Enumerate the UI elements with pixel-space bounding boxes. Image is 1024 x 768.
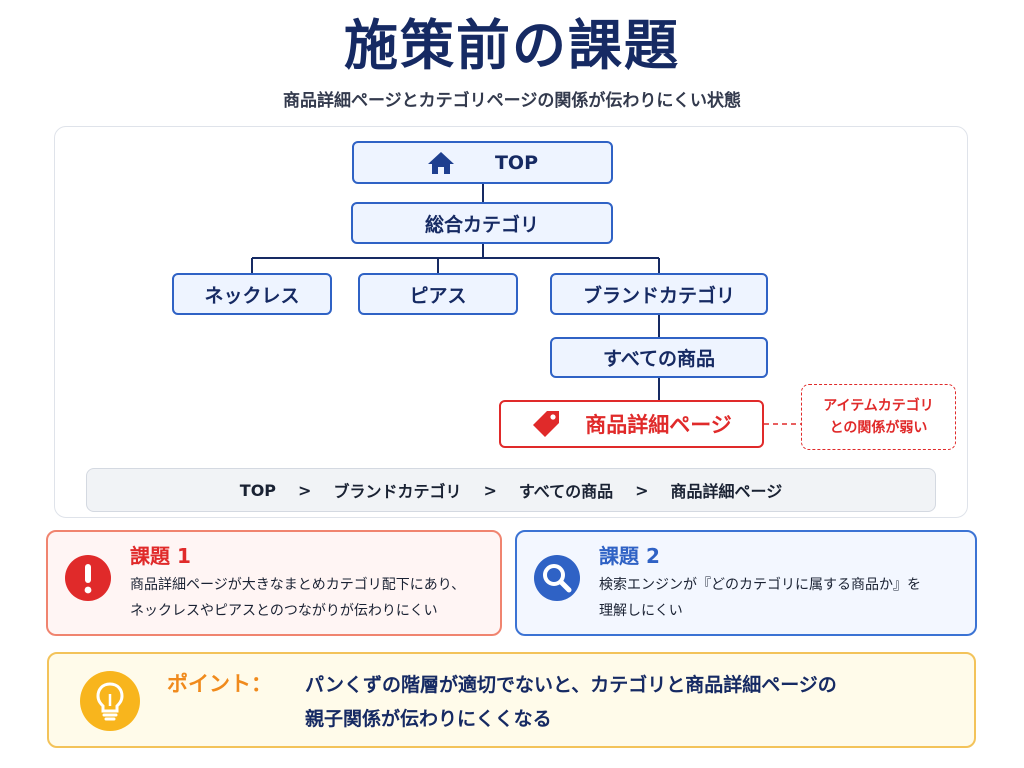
tag-icon: [531, 409, 561, 439]
breadcrumb-item: ブランドカテゴリ: [333, 482, 462, 501]
issue-2-line1: 検索エンジンが『どのカテゴリに属する商品か』を: [599, 577, 921, 593]
page-subtitle: 商品詳細ページとカテゴリページの関係が伝わりにくい状態: [283, 91, 741, 111]
exclamation-icon: [64, 554, 112, 602]
issue-1-title: 課題 1: [130, 544, 191, 568]
node-all-products: すべての商品: [550, 337, 768, 378]
breadcrumb-item: 商品詳細ページ: [670, 482, 783, 501]
page-title: 施策前の課題: [344, 14, 680, 77]
relation-note: アイテムカテゴリ との関係が弱い: [801, 384, 956, 450]
point-line2: 親子関係が伝わりにくくなる: [305, 708, 552, 730]
point-box: ポイント： パンくずの階層が適切でないと、カテゴリと商品詳細ページの 親子関係が…: [47, 652, 976, 748]
node-product-detail-label: 商品詳細ページ: [585, 413, 732, 437]
breadcrumb-separator: >: [635, 480, 649, 500]
issue-2-title: 課題 2: [599, 544, 660, 568]
issue-1-line1: 商品詳細ページが大きなまとめカテゴリ配下にあり、: [130, 577, 466, 593]
point-label: ポイント：: [167, 672, 272, 696]
relation-note-line2: との関係が弱い: [829, 420, 928, 436]
node-brand-category-label: ブランドカテゴリ: [582, 284, 735, 307]
breadcrumb-separator: >: [483, 480, 497, 500]
site-structure-panel: [54, 126, 968, 518]
node-necklace-label: ネックレス: [204, 284, 300, 307]
issue-1-line2: ネックレスやピアスとのつながりが伝わりにくい: [130, 603, 438, 619]
node-top-label: TOP: [494, 151, 539, 174]
node-all-products-label: すべての商品: [603, 348, 715, 370]
node-top: TOP: [352, 141, 613, 184]
node-product-detail: 商品詳細ページ: [499, 400, 764, 448]
issue-card-2: 課題 2 検索エンジンが『どのカテゴリに属する商品か』を 理解しにくい: [515, 530, 977, 636]
issue-card-1: 課題 1 商品詳細ページが大きなまとめカテゴリ配下にあり、 ネックレスやピアスと…: [46, 530, 502, 636]
node-brand-category: ブランドカテゴリ: [550, 273, 768, 315]
node-pierce: ピアス: [358, 273, 518, 315]
point-line1: パンくずの階層が適切でないと、カテゴリと商品詳細ページの: [305, 674, 837, 696]
breadcrumb-item: TOP: [239, 480, 277, 500]
breadcrumb-item: すべての商品: [518, 482, 614, 501]
node-pierce-label: ピアス: [409, 284, 467, 307]
node-necklace: ネックレス: [172, 273, 332, 315]
breadcrumb: TOP > ブランドカテゴリ > すべての商品 > 商品詳細ページ: [86, 468, 936, 512]
issue-2-line2: 理解しにくい: [599, 603, 683, 619]
node-general-category-label: 総合カテゴリ: [424, 213, 539, 236]
relation-note-line1: アイテムカテゴリ: [823, 398, 934, 414]
search-icon: [533, 554, 581, 602]
lightbulb-icon: [79, 670, 141, 732]
breadcrumb-separator: >: [298, 480, 312, 500]
home-icon: [427, 151, 455, 175]
node-general-category: 総合カテゴリ: [351, 202, 613, 244]
